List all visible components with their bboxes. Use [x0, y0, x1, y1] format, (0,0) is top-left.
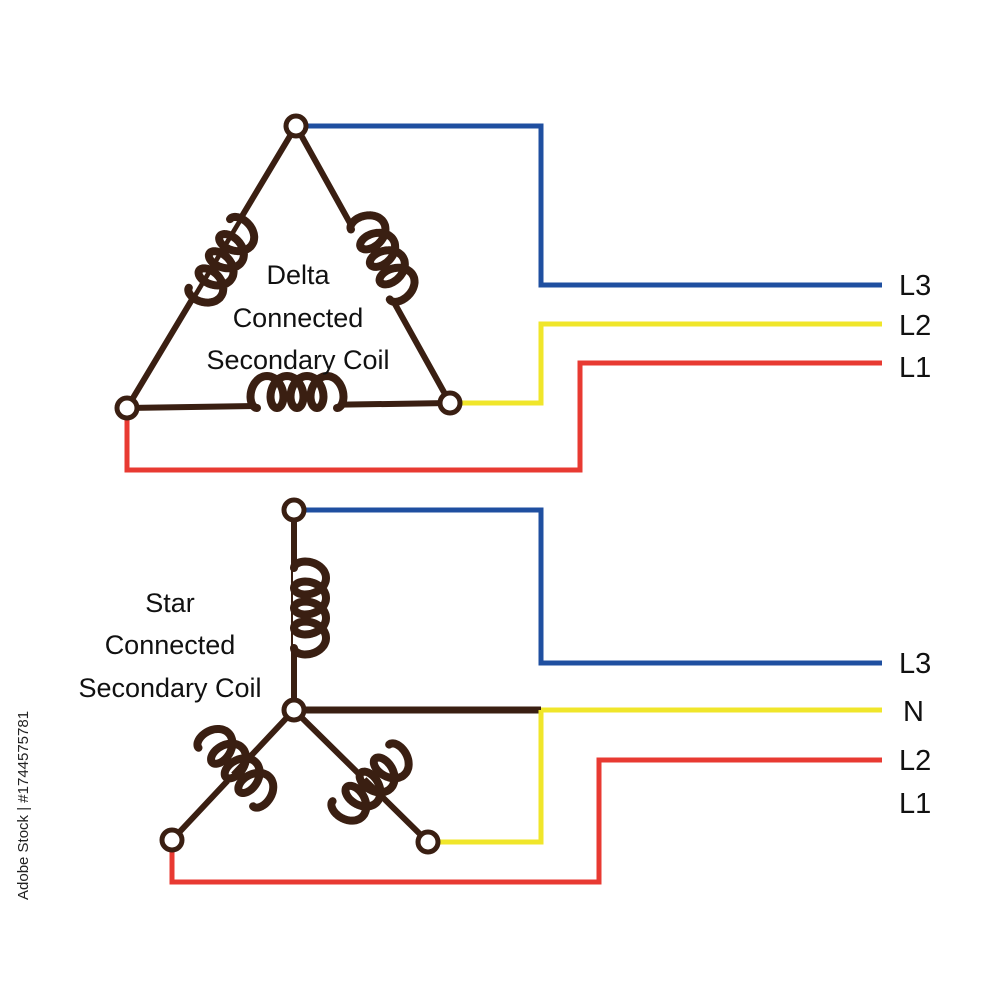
star-wire-l1 — [169, 757, 882, 885]
star-node-right — [415, 829, 441, 855]
watermark-text: Adobe Stock | #1744575781 — [15, 711, 32, 900]
star-coil-top — [290, 557, 330, 659]
coil-winding — [290, 557, 330, 659]
star-section: Star Connected Secondary Coil L3 N L2 L1 — [78, 497, 931, 885]
delta-title-2: Connected — [233, 303, 364, 333]
coil-winding — [346, 211, 419, 306]
delta-title-1: Delta — [266, 260, 330, 290]
coil-winding — [327, 739, 413, 825]
coil-winding — [184, 212, 259, 307]
star-title-3: Secondary Coil — [78, 673, 261, 703]
star-node-top — [281, 497, 307, 523]
delta-coil-right — [346, 211, 419, 306]
delta-node-left — [114, 395, 140, 421]
star-wire-l3 — [294, 507, 882, 666]
coil-winding — [193, 724, 278, 812]
star-node-center — [281, 697, 307, 723]
star-label-l1: L1 — [899, 788, 931, 820]
star-label-n: N — [903, 696, 924, 728]
star-wire-l2 — [428, 710, 544, 845]
delta-node-right — [437, 390, 463, 416]
star-label-l3: L3 — [899, 648, 931, 680]
delta-label-l3: L3 — [899, 270, 931, 302]
delta-wire-l3 — [296, 123, 882, 288]
delta-node-top — [283, 113, 309, 139]
coil-winding — [246, 372, 348, 412]
delta-label-l1: L1 — [899, 352, 931, 384]
star-title-1: Star — [145, 588, 195, 618]
delta-coil-left — [184, 212, 259, 307]
delta-wire-l2 — [450, 321, 882, 406]
delta-label-l2: L2 — [899, 310, 931, 342]
star-coil-right — [327, 739, 413, 825]
delta-title-3: Secondary Coil — [206, 345, 389, 375]
star-node-left — [159, 827, 185, 853]
delta-coil-bottom — [246, 372, 348, 412]
star-title-2: Connected — [105, 630, 236, 660]
star-label-l2: L2 — [899, 745, 931, 777]
star-coil-left — [193, 724, 278, 812]
delta-section: Delta Connected Secondary Coil L3 L2 L1 — [114, 113, 931, 473]
delta-wire-l1 — [124, 360, 882, 473]
